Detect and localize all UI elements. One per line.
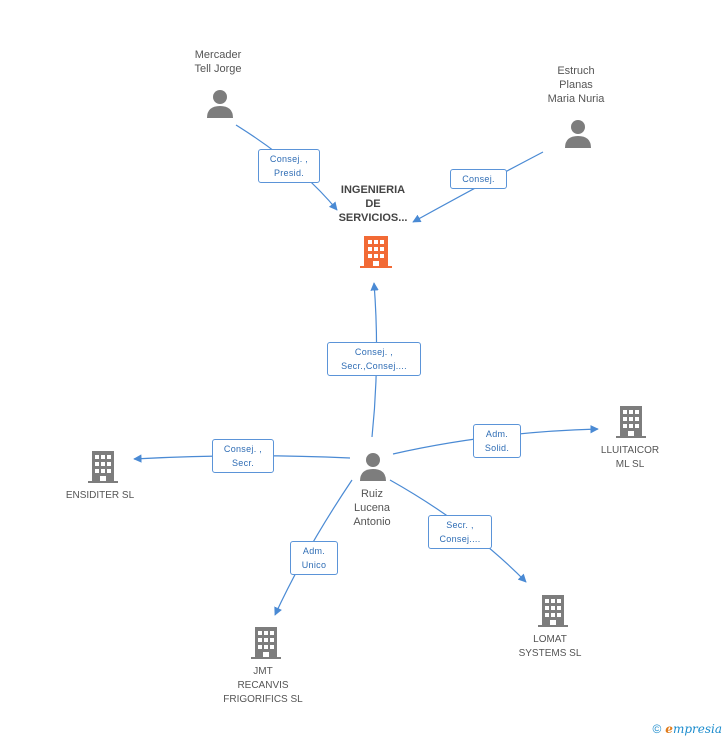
person-label-mercader: Mercader Tell Jorge bbox=[194, 49, 242, 75]
edge-label-ruiz-lluitaicor[interactable]: Adm. Solid. bbox=[473, 424, 521, 458]
empresia-footer[interactable]: ©empresia bbox=[652, 722, 722, 736]
person-label-estruch: Estruch Planas Maria Nuria bbox=[547, 65, 605, 105]
center-company-label: INGENIERIA DE SERVICIOS... bbox=[338, 184, 408, 224]
edge-label-estruch-center[interactable]: Consej. bbox=[450, 169, 507, 189]
person-icon-mercader[interactable] bbox=[205, 88, 235, 118]
copyright-icon: © bbox=[652, 722, 662, 736]
edge-label-ruiz-lomat[interactable]: Secr. , Consej.... bbox=[428, 515, 492, 549]
edge-label-ruiz-ensiditer[interactable]: Consej. , Secr. bbox=[212, 439, 274, 473]
building-icon-lomat[interactable] bbox=[538, 593, 568, 627]
brand-logo-e: e bbox=[665, 722, 673, 736]
building-icon-ensiditer[interactable] bbox=[88, 449, 118, 483]
person-label-ruiz: Ruiz Lucena Antonio bbox=[353, 488, 391, 528]
company-label-jmt: JMT RECANVIS FRIGORIFICS SL bbox=[223, 666, 303, 705]
edge-label-mercader-center[interactable]: Consej. , Presid. bbox=[258, 149, 320, 183]
company-label-lluitaicor: LLUITAICOR ML SL bbox=[600, 445, 660, 470]
person-icon-estruch[interactable] bbox=[563, 118, 593, 148]
building-icon-lluitaicor[interactable] bbox=[616, 404, 646, 438]
building-icon-jmt[interactable] bbox=[251, 625, 281, 659]
edge-label-ruiz-jmt[interactable]: Adm. Unico bbox=[290, 541, 338, 575]
person-icon-ruiz[interactable] bbox=[358, 451, 388, 481]
company-label-lomat: LOMAT SYSTEMS SL bbox=[518, 634, 582, 659]
edge-label-ruiz-center[interactable]: Consej. , Secr.,Consej.... bbox=[327, 342, 421, 376]
building-icon-center[interactable] bbox=[360, 234, 392, 268]
company-label-ensiditer: ENSIDITER SL bbox=[65, 490, 135, 501]
brand-logo-text: mpresia bbox=[672, 722, 722, 736]
